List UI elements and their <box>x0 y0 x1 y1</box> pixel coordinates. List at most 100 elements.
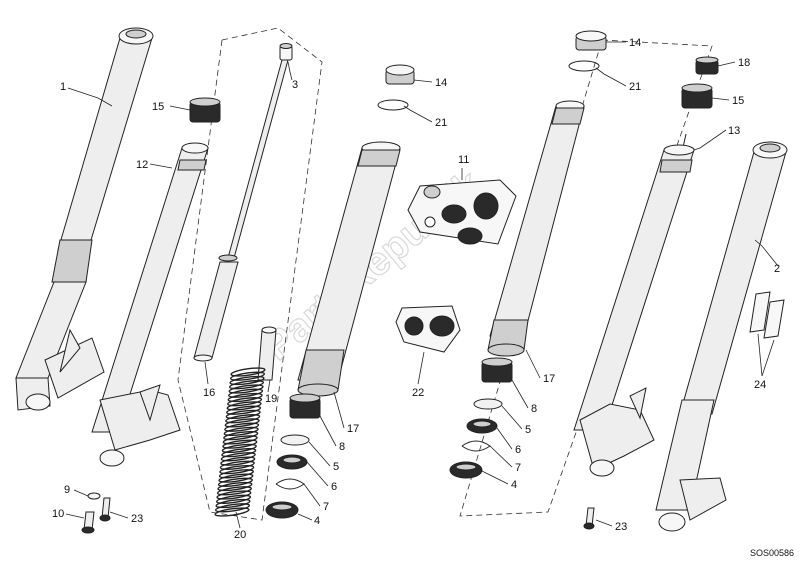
left-inner-group-frame <box>177 27 323 521</box>
screw-23-right <box>583 507 595 530</box>
callout-23-left: 23 <box>131 513 143 525</box>
bushing-15-right <box>681 83 713 109</box>
callout-24: 24 <box>754 379 766 391</box>
callout-17-right: 17 <box>543 373 555 385</box>
spring-coil <box>220 452 256 462</box>
spring-coil <box>216 490 252 500</box>
callout-23-right: 23 <box>615 521 627 533</box>
spring-coil <box>225 409 261 420</box>
callout-7-left: 7 <box>323 501 329 513</box>
callout-12: 12 <box>136 159 148 171</box>
callout-10: 10 <box>52 508 64 520</box>
washer-9 <box>87 492 101 500</box>
callout-4-left: 4 <box>314 515 320 527</box>
upper-clamp-11 <box>407 179 517 245</box>
outer-tube-center-left <box>297 141 401 397</box>
callout-8-left: 8 <box>339 441 345 453</box>
washer-5-left <box>280 434 310 446</box>
reference-code: SOS00586 <box>750 548 794 558</box>
spring-coil <box>223 426 259 437</box>
spring-coil <box>222 439 258 449</box>
dust-seal-4-left <box>265 501 299 519</box>
callout-22: 22 <box>412 387 424 399</box>
spring-coil <box>214 503 251 513</box>
spring-coil <box>218 469 254 479</box>
bushing-15-left <box>189 97 221 123</box>
callout-2: 2 <box>774 263 780 275</box>
spring-coil <box>219 464 255 475</box>
callout-7-right: 7 <box>515 462 521 474</box>
fork-leg-right <box>655 141 788 532</box>
spring-coil <box>219 460 255 470</box>
spring-coil <box>228 388 264 398</box>
callout-3: 3 <box>292 79 298 91</box>
spring-coil <box>228 384 264 394</box>
cap-18 <box>695 56 719 75</box>
callouts: 1 2 3 4 4 5 5 6 6 7 7 8 8 9 10 11 12 13 … <box>52 37 780 541</box>
spring-coil <box>230 367 266 377</box>
spring-coil <box>226 401 262 411</box>
spring-coil <box>224 422 260 432</box>
spring-20 <box>214 367 266 517</box>
callout-4-right: 4 <box>511 479 517 491</box>
spring-coil <box>215 494 252 504</box>
bushing-8-left <box>289 393 321 419</box>
top-cap-14-left <box>385 64 415 85</box>
bushing-8-right <box>481 357 513 383</box>
seal-6-left <box>276 454 308 470</box>
callout-14-left: 14 <box>435 77 447 89</box>
spring-coil <box>221 443 257 454</box>
callout-21-right: 21 <box>629 81 641 93</box>
o-ring-21-left <box>377 99 409 111</box>
spring-coil <box>218 473 254 483</box>
right-inner-group-frame <box>459 39 713 517</box>
damper-rod-16 <box>193 59 289 362</box>
inner-tube-right <box>573 133 695 477</box>
callout-6-left: 6 <box>331 481 337 493</box>
spring-coil <box>227 392 263 403</box>
callout-15-left: 15 <box>152 101 164 113</box>
o-ring-21-right <box>568 60 600 72</box>
spring-coil <box>215 498 251 509</box>
callout-1: 1 <box>60 81 66 93</box>
callout-17-left: 17 <box>347 423 359 435</box>
callout-14-right: 14 <box>629 37 641 49</box>
dust-seal-4-right <box>449 461 483 479</box>
screw-10 <box>81 511 95 534</box>
callout-8-right: 8 <box>531 403 537 415</box>
spring-coil <box>229 375 265 386</box>
spring-coil <box>217 477 253 487</box>
spring-coil <box>224 418 260 428</box>
spring-coil <box>225 414 261 424</box>
callout-19: 19 <box>265 393 277 405</box>
spring-coil <box>226 405 262 415</box>
spring-coil <box>227 397 263 407</box>
callout-6-right: 6 <box>515 444 521 456</box>
spring-coil <box>220 456 256 466</box>
spring-coil <box>228 380 265 390</box>
callout-16: 16 <box>203 387 215 399</box>
callout-11: 11 <box>458 154 469 166</box>
callout-18: 18 <box>738 57 750 69</box>
inner-tube-left <box>91 142 209 467</box>
clip-7-right <box>461 440 491 452</box>
spring-coil <box>214 507 250 517</box>
callout-5-right: 5 <box>525 424 531 436</box>
spring-coil <box>223 430 259 441</box>
callout-21-left: 21 <box>435 117 447 129</box>
washer-5-right <box>473 398 503 410</box>
spring-coil <box>222 435 258 445</box>
spring-coil <box>221 447 257 458</box>
lower-clamp-22 <box>395 305 461 353</box>
screw-23-left <box>99 497 111 522</box>
top-cap-14-right <box>575 30 607 51</box>
spring-coil <box>217 481 253 492</box>
callout-13: 13 <box>728 125 740 137</box>
callout-20: 20 <box>234 529 246 541</box>
cap-3 <box>279 43 293 61</box>
outer-tube-center-right <box>487 100 585 357</box>
clip-7-left <box>275 478 305 490</box>
callout-9: 9 <box>64 484 70 496</box>
callout-5-left: 5 <box>333 461 339 473</box>
